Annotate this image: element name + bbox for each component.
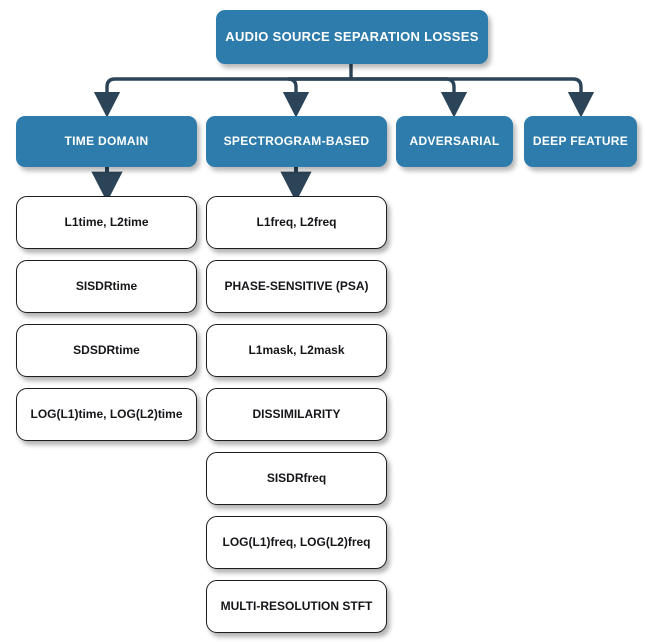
- node-leaf-l1mask-l2mask[interactable]: L1mask, L2mask: [206, 324, 387, 377]
- node-category-adversarial-label: ADVERSARIAL: [409, 133, 500, 148]
- node-leaf-phase-sensitive-psa[interactable]: PHASE-SENSITIVE (PSA): [206, 260, 387, 313]
- node-leaf-l1time-l2time[interactable]: L1time, L2time: [16, 196, 197, 249]
- node-leaf-label: PHASE-SENSITIVE (PSA): [224, 278, 369, 293]
- node-leaf-label: L1time, L2time: [64, 214, 149, 229]
- node-leaf-sisdrfreq[interactable]: SISDRfreq: [206, 452, 387, 505]
- node-category-spectrogram-based-label: SPECTROGRAM-BASED: [223, 133, 370, 148]
- node-leaf-label: LOG(L1)time, LOG(L2)time: [30, 406, 183, 421]
- node-category-adversarial[interactable]: ADVERSARIAL: [396, 116, 513, 167]
- node-leaf-l1freq-l2freq[interactable]: L1freq, L2freq: [206, 196, 387, 249]
- node-leaf-sdsdrtime[interactable]: SDSDRtime: [16, 324, 197, 377]
- node-leaf-dissimilarity[interactable]: DISSIMILARITY: [206, 388, 387, 441]
- node-leaf-label: SISDRtime: [75, 278, 138, 293]
- node-leaf-label: SDSDRtime: [73, 342, 140, 357]
- connector-root-to-spectrogram: [282, 77, 351, 118]
- node-category-time-domain-label: TIME DOMAIN: [64, 133, 149, 148]
- node-leaf-label: L1freq, L2freq: [256, 214, 337, 229]
- node-leaf-label: MULTI-RESOLUTION STFT: [220, 598, 373, 613]
- connector-root-to-adversarial: [351, 77, 468, 118]
- node-root-label: AUDIO SOURCE SEPARATION LOSSES: [225, 28, 479, 44]
- node-category-spectrogram-based[interactable]: SPECTROGRAM-BASED: [206, 116, 387, 167]
- connector-root-to-time-domain: [93, 77, 351, 118]
- node-category-deep-feature[interactable]: DEEP FEATURE: [524, 116, 637, 167]
- node-root[interactable]: AUDIO SOURCE SEPARATION LOSSES: [216, 10, 488, 64]
- node-leaf-label: LOG(L1)freq, LOG(L2)freq: [222, 534, 371, 549]
- node-leaf-label: SISDRfreq: [266, 470, 327, 485]
- node-leaf-sisdrtime[interactable]: SISDRtime: [16, 260, 197, 313]
- node-category-deep-feature-label: DEEP FEATURE: [532, 133, 629, 148]
- node-leaf-log-l1time-log-l2time[interactable]: LOG(L1)time, LOG(L2)time: [16, 388, 197, 441]
- node-leaf-label: DISSIMILARITY: [252, 406, 341, 421]
- node-category-time-domain[interactable]: TIME DOMAIN: [16, 116, 197, 167]
- connector-root-to-deep-feature: [351, 77, 595, 118]
- node-leaf-log-l1freq-log-l2freq[interactable]: LOG(L1)freq, LOG(L2)freq: [206, 516, 387, 569]
- node-leaf-multi-resolution-stft[interactable]: MULTI-RESOLUTION STFT: [206, 580, 387, 633]
- node-leaf-label: L1mask, L2mask: [248, 342, 345, 357]
